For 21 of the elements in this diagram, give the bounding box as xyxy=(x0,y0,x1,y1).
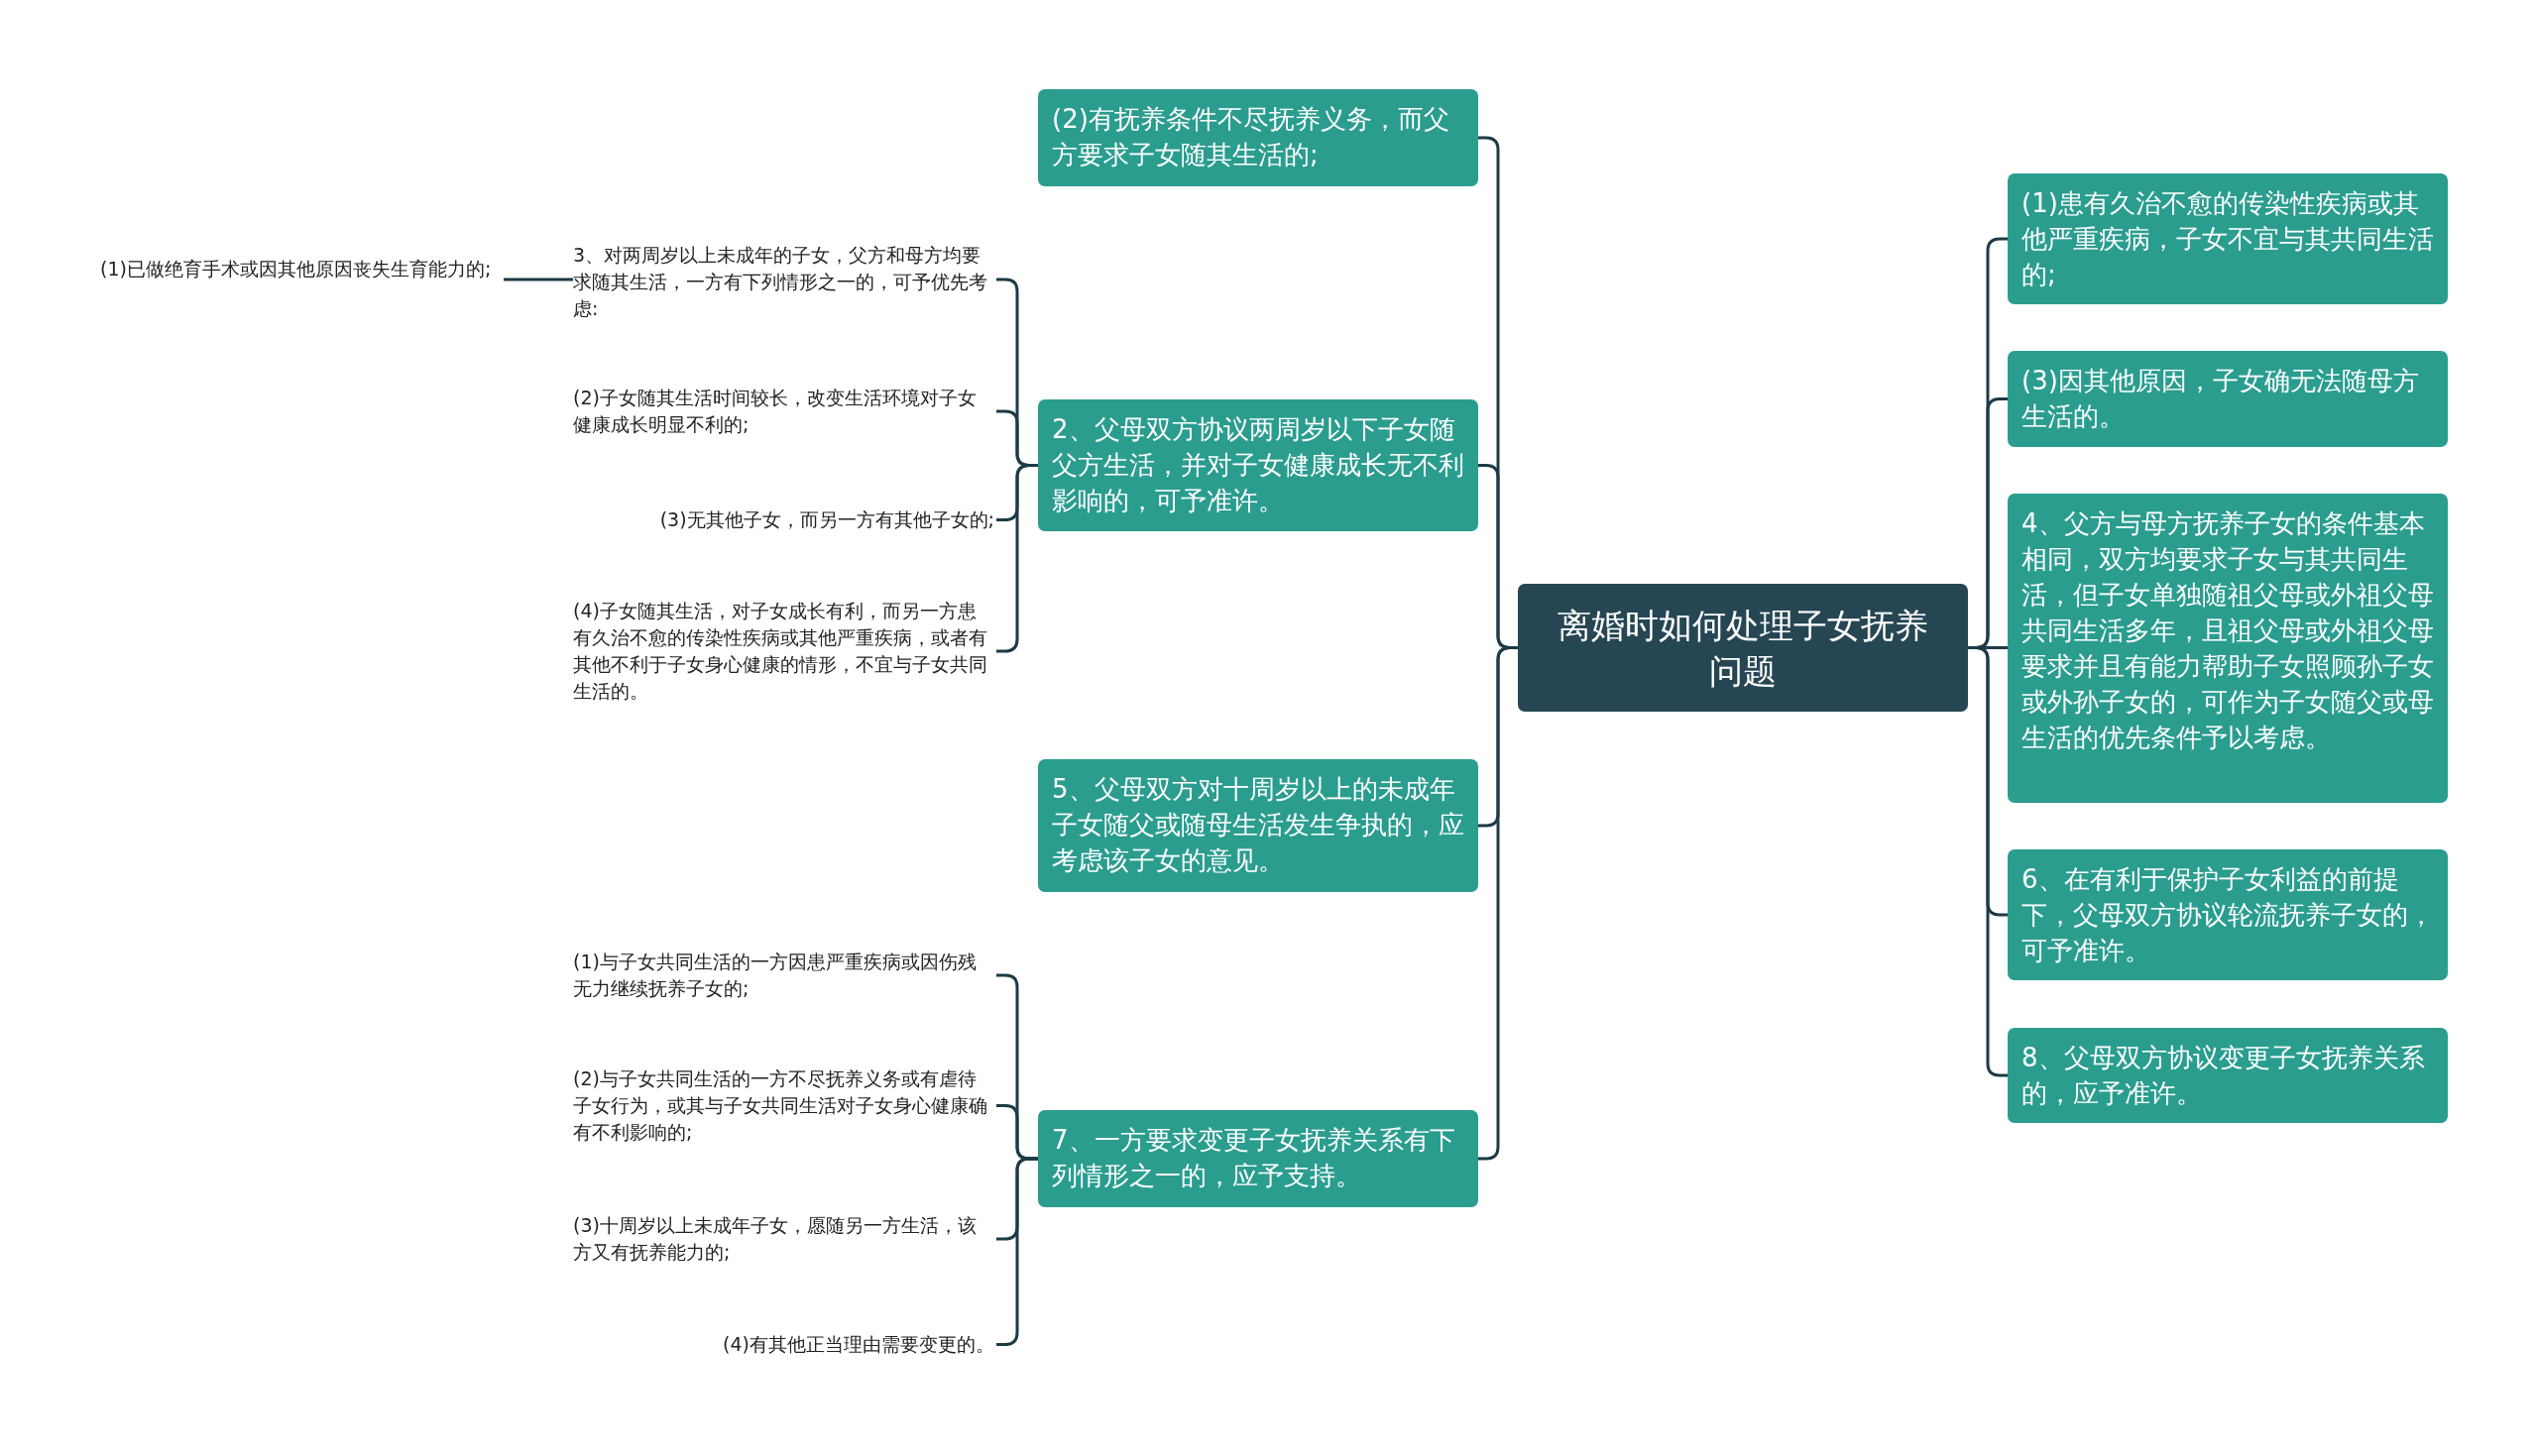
topic-text: (2)与子女共同生活的一方不尽抚养义务或有虐待子女行为，或其与子女共同生活对子女身心健康确有不利影响的; xyxy=(573,1065,994,1146)
topic-box: 7、一方要求变更子女抚养关系有下列情形之一的，应予支持。 xyxy=(1038,1110,1478,1207)
topic-text: (2)子女随其生活时间较长，改变生活环境对子女健康成长明显不利的; xyxy=(573,385,994,438)
topic-text: (1)与子女共同生活的一方因患严重疾病或因伤残无力继续抚养子女的; xyxy=(573,949,994,1002)
connector-line xyxy=(504,278,573,281)
topic-box: 4、父方与母方抚养子女的条件基本相同，双方均要求子女与其共同生活，但子女单独随祖父母或外祖父母共同生活多年，且祖父母或外祖父母要求并且有能力帮助子女照顾孙子女或外孙子女的，可作为子女随父或母生活的优先条件予以考虑。 xyxy=(2008,494,2448,803)
topic-text: (4)有其他正当理由需要变更的。 xyxy=(573,1331,994,1358)
topic-box: 离婚时如何处理子女抚养问题 xyxy=(1518,584,1968,712)
topic-box: 2、父母双方协议两周岁以下子女随父方生活，并对子女健康成长无不利影响的，可予准许。 xyxy=(1038,399,1478,531)
topic-text: (4)子女随其生活，对子女成长有利，而另一方患有久治不愈的传染性疾病或其他严重疾病，或者有其他不利于子女身心健康的情形，不宜与子女共同生活的。 xyxy=(573,598,994,705)
topic-box: (2)有抚养条件不尽抚养义务，而父方要求子女随其生活的; xyxy=(1038,89,1478,186)
topic-text: (3)无其他子女，而另一方有其他子女的; xyxy=(573,506,994,533)
topic-box: (3)因其他原因，子女确无法随母方生活的。 xyxy=(2008,351,2448,447)
topic-box: (1)患有久治不愈的传染性疾病或其他严重疾病，子女不宜与其共同生活的; xyxy=(2008,173,2448,304)
topic-box: 8、父母双方协议变更子女抚养关系的，应予准许。 xyxy=(2008,1028,2448,1123)
topic-box: 6、在有利于保护子女利益的前提下，父母双方协议轮流抚养子女的，可予准许。 xyxy=(2008,849,2448,980)
topic-text: 3、对两周岁以上未成年的子女，父方和母方均要求随其生活，一方有下列情形之一的，可予优先考虑: xyxy=(573,242,994,322)
connector-line xyxy=(1968,646,2008,1077)
topic-text: (1)已做绝育手术或因其他原因丧失生育能力的; xyxy=(100,256,502,282)
topic-text: (3)十周岁以上未成年子女，愿随另一方生活，该方又有抚养能力的; xyxy=(573,1212,994,1266)
topic-box: 5、父母双方对十周岁以上的未成年子女随父或随母生活发生争执的，应考虑该子女的意见。 xyxy=(1038,759,1478,892)
